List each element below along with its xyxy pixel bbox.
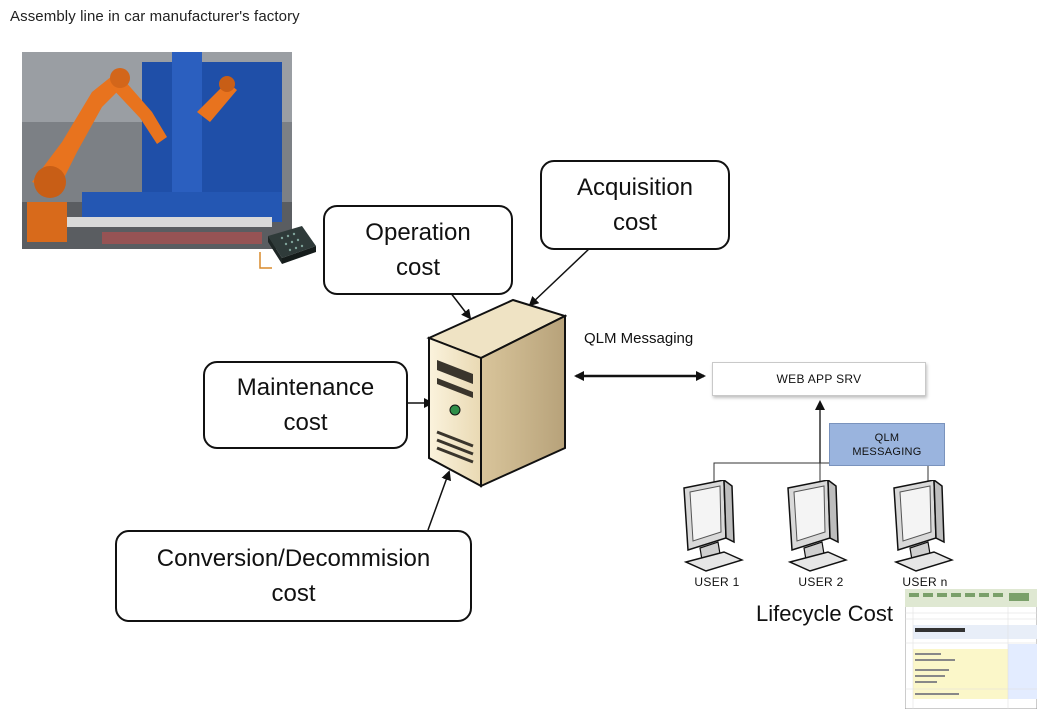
arrow-acquisition [528, 247, 591, 307]
factory-photo [22, 52, 292, 249]
operation-cost-box: Operation cost [323, 205, 513, 295]
spreadsheet-thumbnail [904, 588, 1037, 710]
monitor-icon [890, 478, 955, 572]
sensor-device-image [258, 222, 318, 274]
conversion-cost-box: Conversion/Decommision cost [115, 530, 472, 622]
acquisition-cost-box: Acquisition cost [540, 160, 730, 250]
monitor-icon [680, 478, 745, 572]
web-app-server-box: WEB APP SRV [712, 362, 926, 396]
qlm-messaging-label: QLM Messaging [584, 330, 694, 347]
user-label-1: USER 1 [694, 575, 740, 589]
lifecycle-cost-label: Lifecycle Cost [756, 601, 893, 626]
figure-caption: Assembly line in car manufacturer's fact… [10, 8, 300, 25]
user-label-2: USER 2 [798, 575, 844, 589]
monitor-icon [784, 478, 849, 572]
arrow-conversion [427, 470, 451, 531]
arrow-operation [449, 291, 472, 320]
server-icon [425, 298, 568, 488]
qlm-messaging-box: QLM MESSAGING [829, 423, 945, 466]
maintenance-cost-box: Maintenance cost [203, 361, 408, 449]
user-label-n: USER n [902, 575, 948, 589]
